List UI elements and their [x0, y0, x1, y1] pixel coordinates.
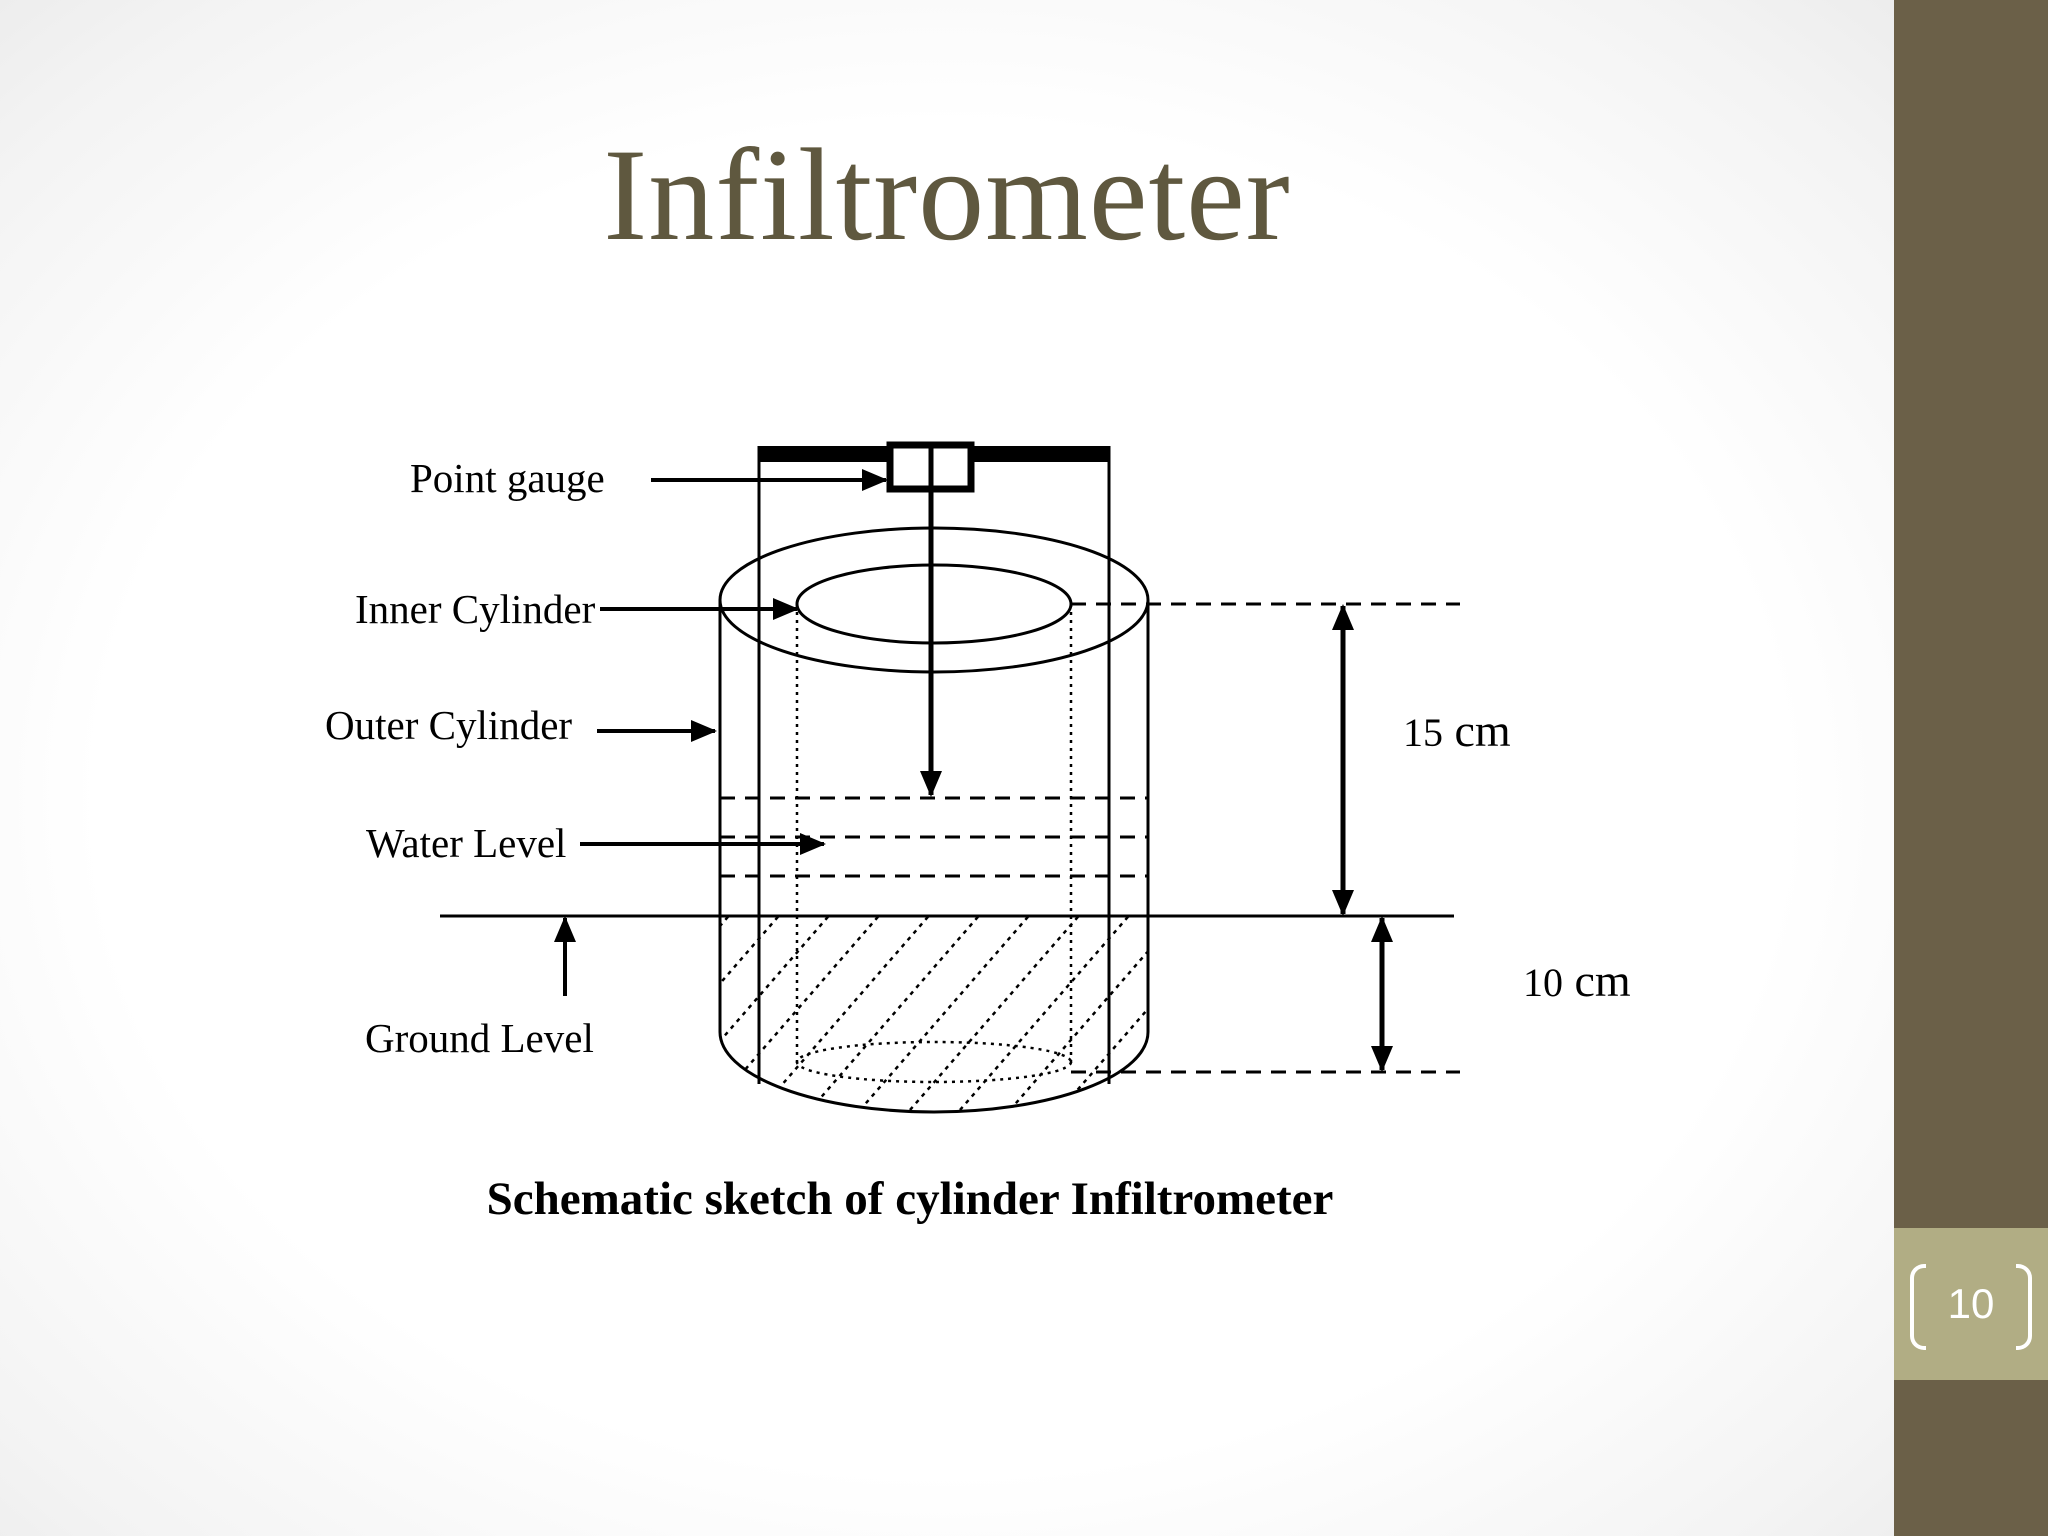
label-ground-level: Ground Level: [365, 1015, 594, 1061]
bracket-left-icon: [1910, 1264, 1926, 1350]
water-level-lines: [720, 796, 1148, 878]
label-point-gauge: Point gauge: [410, 455, 605, 501]
page-number: 10: [1947, 1280, 1995, 1327]
dimension-value-15: 15: [1403, 710, 1443, 755]
slide-title: Infiltrometer: [603, 121, 1291, 268]
dimension-value-10: 10: [1523, 960, 1563, 1005]
label-outer-cylinder: Outer Cylinder: [325, 702, 573, 748]
label-inner-cylinder: Inner Cylinder: [355, 586, 596, 632]
dimension-unit-10: cm: [1574, 955, 1631, 1006]
dimension-unit-15: cm: [1454, 705, 1511, 756]
infiltrometer-diagram: [440, 441, 1460, 1114]
label-water-level: Water Level: [366, 820, 567, 866]
dimension-label-10cm: 10 cm: [1523, 958, 1631, 1004]
inner-cylinder: [795, 563, 1073, 1084]
soil-hatching: [720, 916, 1148, 1111]
bracket-right-icon: [2016, 1264, 2032, 1350]
diagram-caption: Schematic sketch of cylinder Infiltromet…: [486, 1173, 1334, 1225]
label-arrows: [554, 469, 888, 996]
outer-cylinder: [718, 526, 1150, 1114]
dimension-guides: [1071, 602, 1460, 1074]
dimension-label-15cm: 15 cm: [1403, 708, 1511, 754]
page-number-box: 10: [1894, 1228, 2048, 1380]
